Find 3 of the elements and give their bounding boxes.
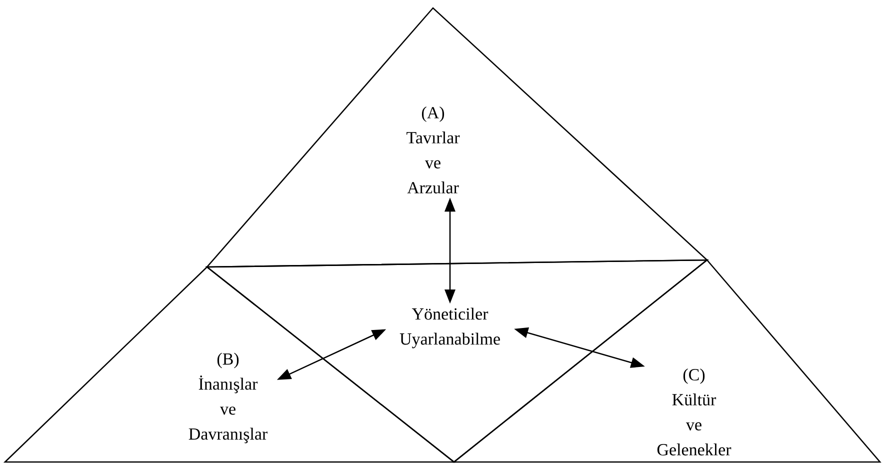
double-arrow [276, 329, 386, 380]
double-arrow [444, 198, 456, 304]
double-arrow [514, 327, 645, 368]
